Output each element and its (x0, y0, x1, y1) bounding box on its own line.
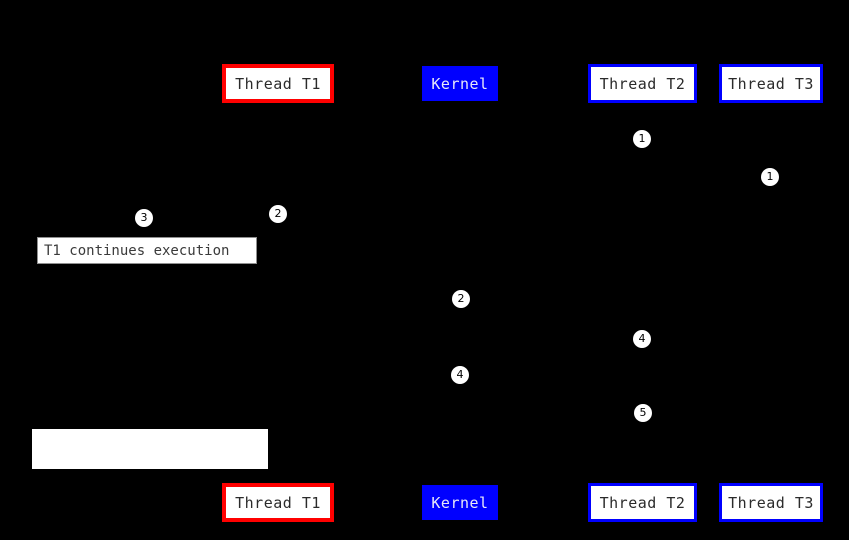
lifeline-t2 (642, 103, 643, 483)
participant-t1b[interactable]: Thread T1 (222, 483, 334, 522)
participant-label: Thread T1 (235, 493, 321, 512)
participant-t2[interactable]: Thread T2 (588, 64, 697, 103)
step-marker-1: 1 (633, 130, 651, 148)
step-marker-2: 2 (269, 205, 287, 223)
lifeline-t1 (278, 103, 279, 483)
participant-t1[interactable]: Thread T1 (222, 64, 334, 103)
participant-label: Kernel (431, 74, 489, 93)
participant-label: Thread T1 (235, 74, 321, 93)
step-marker-4: 4 (451, 366, 469, 384)
participant-label: Thread T2 (599, 493, 686, 512)
step-marker-2: 2 (452, 290, 470, 308)
note-t1-continues: T1 continues execution (37, 237, 257, 264)
note-text: T1 continues execution (44, 242, 230, 259)
participant-t3[interactable]: Thread T3 (719, 64, 823, 103)
step-marker-3: 3 (135, 209, 153, 227)
step-marker-1: 1 (761, 168, 779, 186)
blank-note (32, 429, 268, 469)
participant-kernel[interactable]: Kernel (422, 66, 498, 101)
participant-t3b[interactable]: Thread T3 (719, 483, 823, 522)
step-marker-4: 4 (633, 330, 651, 348)
participant-t2b[interactable]: Thread T2 (588, 483, 697, 522)
participant-label: Thread T3 (728, 74, 814, 93)
participant-label: Kernel (431, 493, 489, 512)
participant-kernelb[interactable]: Kernel (422, 485, 498, 520)
participant-label: Thread T2 (599, 74, 686, 93)
participant-label: Thread T3 (728, 493, 814, 512)
lifeline-t3 (770, 103, 771, 483)
step-marker-5: 5 (634, 404, 652, 422)
